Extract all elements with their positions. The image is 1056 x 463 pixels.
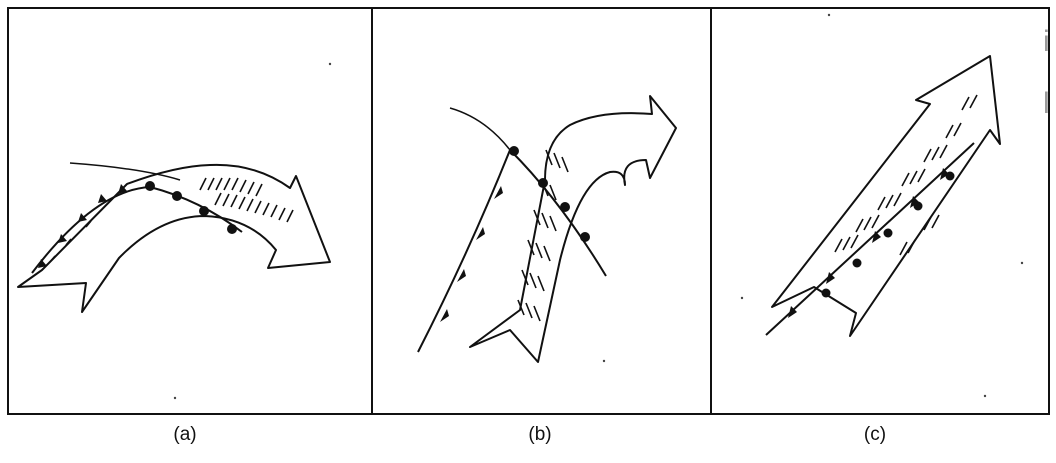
panel-b-warm-front-bumps — [509, 146, 590, 242]
panel-c-cold-front-triangles — [788, 168, 949, 318]
panel-b-upper-curve — [449, 107, 511, 151]
panel-b-cold-front-triangles — [440, 186, 503, 322]
panel-b-arrow — [469, 95, 677, 363]
panel-c-front-line — [765, 142, 975, 336]
panel-c-cloud-hatching — [834, 94, 978, 256]
edge-glyph-top: i — [1043, 25, 1050, 58]
edge-glyph-bottom: l — [1043, 87, 1050, 120]
panel-b-cloud-hatching — [517, 149, 569, 322]
panel-b-diagram — [417, 95, 677, 363]
panel-a-label: (a) — [173, 424, 197, 445]
scan-specks — [173, 13, 1024, 400]
panel-a-diagram — [17, 162, 331, 313]
panel-c-arrow — [771, 55, 1001, 337]
panel-a-cold-front-triangles — [38, 184, 127, 268]
panel-a-upper-curve — [69, 162, 181, 181]
panel-a-cloud-hatching — [199, 177, 294, 223]
panel-a-warm-front-bumps — [145, 181, 237, 234]
panel-c-diagram — [765, 55, 1001, 337]
panel-a-arrow — [17, 163, 331, 313]
panel-a-front-ticks — [49, 220, 92, 263]
panel-frame — [7, 7, 1050, 415]
panel-c-label: (c) — [863, 424, 887, 445]
panel-b-label: (b) — [528, 424, 552, 445]
panel-c-warm-front-bumps — [821, 171, 955, 298]
